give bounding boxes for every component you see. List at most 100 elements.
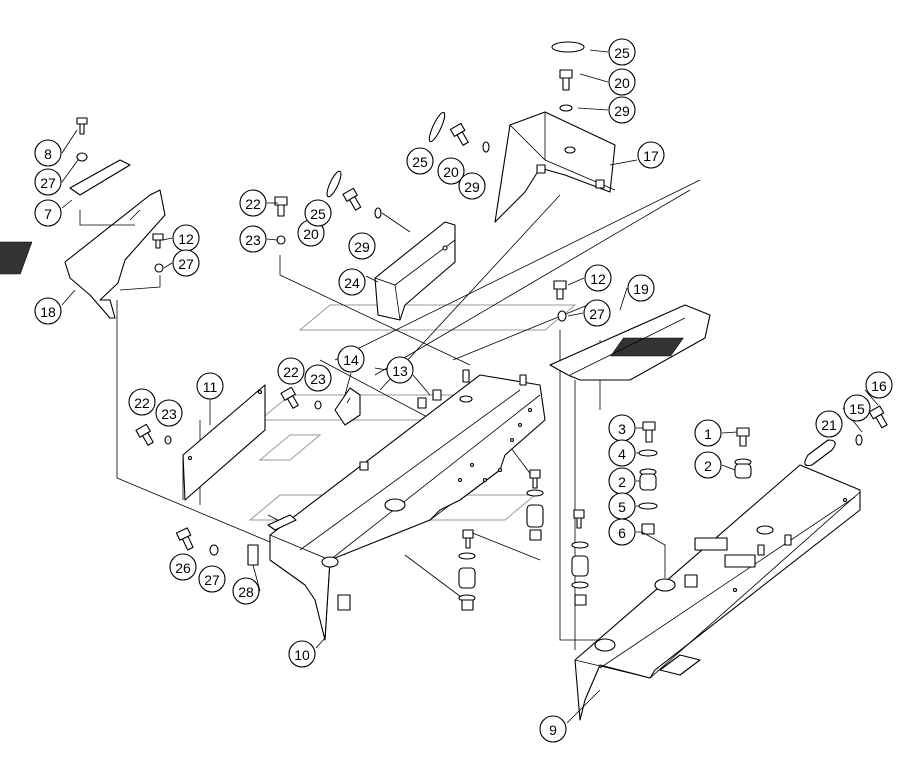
callout-c2b: 2	[608, 467, 636, 495]
callout-circle	[637, 141, 665, 169]
callout-c22a: 22	[239, 189, 267, 217]
callout-c25a: 25	[608, 38, 636, 66]
main-frame-10	[267, 369, 546, 641]
callout-circle	[815, 410, 843, 438]
callout-c28: 28	[232, 577, 260, 605]
washer-29-mid	[482, 141, 490, 153]
callout-label: 13	[392, 363, 408, 379]
channel-bracket-24	[374, 221, 456, 321]
washer-4	[638, 449, 658, 457]
washer-29-top	[559, 104, 573, 112]
callout-circle	[608, 439, 636, 467]
callout-label: 8	[44, 146, 52, 162]
callout-c7: 7	[34, 199, 62, 227]
bolt-8	[76, 117, 88, 135]
callout-c22b: 22	[277, 357, 305, 385]
callout-label: 20	[303, 226, 319, 242]
callout-c2a: 2	[694, 451, 722, 479]
callout-c27a: 27	[34, 168, 62, 196]
callout-circle	[437, 157, 465, 185]
callout-c16: 16	[865, 371, 893, 399]
callout-circle	[277, 357, 305, 385]
callout-label: 25	[310, 206, 326, 222]
callout-label: 29	[464, 179, 480, 195]
callout-label: 29	[354, 239, 370, 255]
callout-c23b: 23	[304, 364, 332, 392]
callout-label: 16	[871, 378, 887, 394]
callout-label: 25	[412, 154, 428, 170]
callout-label: 22	[245, 196, 261, 212]
callout-circle	[337, 345, 365, 373]
bolt-small-mid	[573, 509, 585, 529]
callout-circle	[34, 199, 62, 227]
washer-5	[638, 502, 658, 510]
bolt-20-low	[342, 187, 362, 211]
callout-label: 20	[614, 75, 630, 91]
callout-label: 18	[40, 304, 56, 320]
callout-label: 29	[614, 103, 630, 119]
bolt-26	[175, 527, 194, 551]
callout-circle	[584, 264, 612, 292]
callout-label: 27	[178, 256, 194, 272]
callout-label: 22	[134, 395, 150, 411]
washer-27-bottom	[209, 544, 219, 556]
callout-circle	[34, 297, 62, 325]
callout-c3: 3	[608, 414, 636, 442]
bolt-12-left	[152, 233, 164, 249]
callout-c25c: 25	[304, 199, 332, 227]
callout-c9: 9	[539, 715, 567, 743]
callout-label: 3	[618, 421, 626, 437]
callout-circle	[128, 388, 156, 416]
callout-circle	[155, 399, 183, 427]
callout-label: 5	[618, 499, 626, 515]
callout-label: 25	[614, 45, 630, 61]
callout-label: 7	[44, 206, 52, 222]
bracket-28	[247, 544, 259, 566]
bolt-3	[642, 421, 656, 443]
callout-circle	[608, 38, 636, 66]
washer-27	[76, 152, 88, 162]
bolt-22-center	[280, 386, 299, 409]
hood-bracket-17	[494, 111, 616, 223]
callout-circle	[34, 168, 62, 196]
callout-c29c: 29	[348, 232, 376, 260]
callout-circle	[608, 68, 636, 96]
washer-23-left	[164, 435, 172, 445]
callout-c5: 5	[608, 492, 636, 520]
callout-circle	[694, 451, 722, 479]
callout-circle	[406, 147, 434, 175]
callout-label: 27	[204, 572, 220, 588]
callout-c25b: 25	[406, 147, 434, 175]
bolt-1	[736, 427, 750, 447]
callout-circle	[304, 364, 332, 392]
callout-label: 23	[310, 371, 326, 387]
callout-circle	[843, 394, 871, 422]
mount-2-top	[734, 458, 752, 479]
callout-c1: 1	[694, 419, 722, 447]
washer-15	[855, 434, 863, 446]
callout-c24: 24	[338, 268, 366, 296]
washer-23-center	[314, 400, 322, 410]
callout-label: 28	[238, 584, 254, 600]
callout-circle	[608, 96, 636, 124]
callout-label: 2	[618, 474, 626, 490]
callout-c8: 8	[34, 139, 62, 167]
callout-circle	[583, 299, 611, 327]
callout-c20b: 20	[437, 157, 465, 185]
callout-circle	[304, 199, 332, 227]
callout-group: 1223456789101112121314151617181920202021…	[34, 38, 893, 743]
callout-label: 27	[40, 175, 56, 191]
callout-circle	[34, 139, 62, 167]
washer-23-top	[276, 235, 286, 245]
plate-14	[334, 387, 361, 426]
handle-21	[804, 439, 836, 467]
mount-stack-center	[458, 529, 476, 611]
bolt-22-top	[274, 196, 288, 217]
callout-c27d: 27	[198, 565, 226, 593]
callout-c23c: 23	[155, 399, 183, 427]
callout-circle	[539, 715, 567, 743]
callout-c20a: 20	[608, 68, 636, 96]
callout-circle	[172, 249, 200, 277]
washer-27-left	[154, 263, 164, 273]
